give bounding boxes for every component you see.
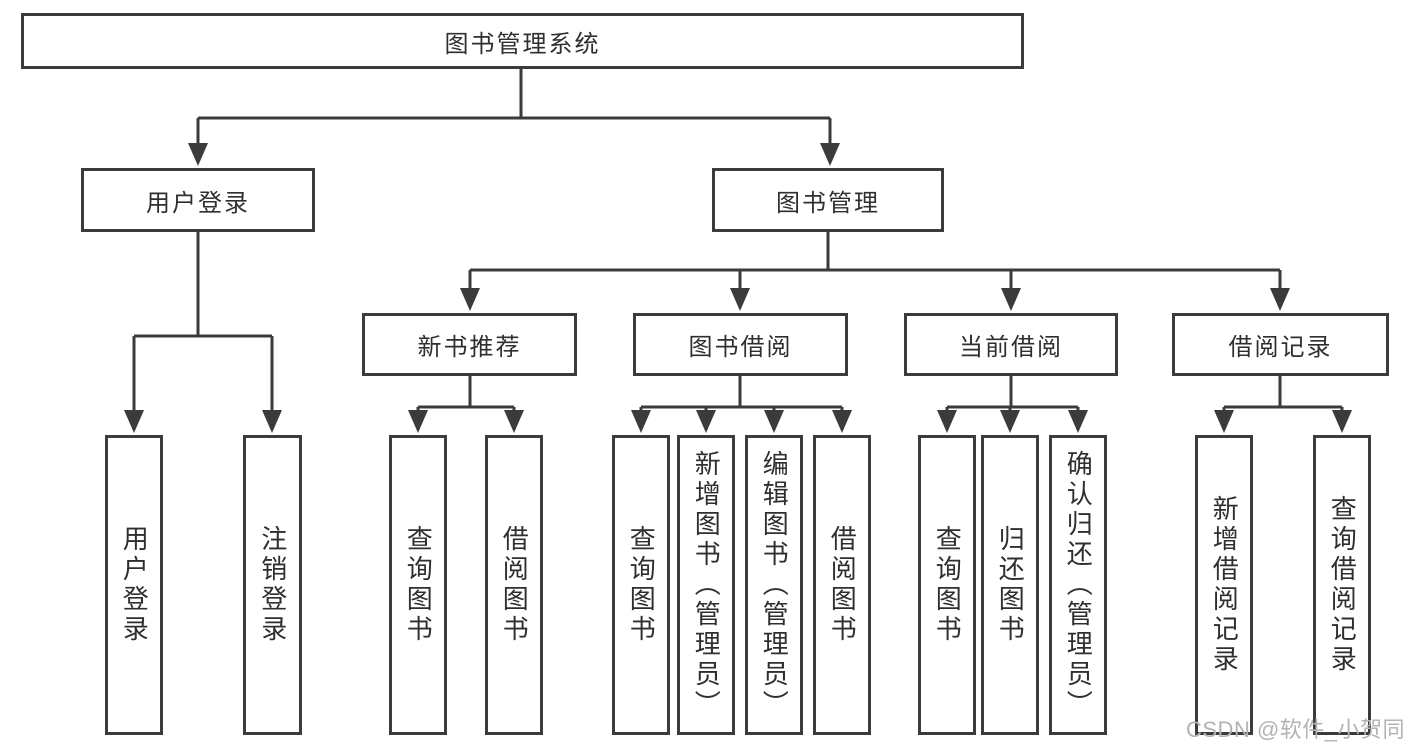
- node-label: 查询图书: [932, 525, 963, 645]
- node-label: 查询图书: [626, 525, 657, 645]
- leaf-confirm-return-admin: 确认归还（管理员）: [1049, 435, 1107, 735]
- node-label: 图书借阅: [688, 334, 793, 361]
- node-label: 用户登录: [146, 189, 250, 217]
- leaf-query-books-recommend: 查询图书: [389, 435, 447, 735]
- node-book-management: 图书管理: [712, 168, 944, 232]
- node-user-login: 用户登录: [81, 168, 315, 232]
- leaf-borrow-books-borrowing: 借阅图书: [813, 435, 871, 735]
- node-book-borrowing: 图书借阅: [633, 313, 848, 376]
- node-label: 注销登录: [257, 525, 288, 645]
- node-label: 新增图书（管理员）: [691, 450, 722, 720]
- node-label: 图书管理系统: [444, 30, 601, 58]
- leaf-add-borrow-record: 新增借阅记录: [1195, 435, 1253, 735]
- node-current-borrowing: 当前借阅: [904, 313, 1118, 376]
- node-library-management-system: 图书管理系统: [21, 13, 1024, 69]
- watermark: CSDN @软件_小贺同学: [1186, 717, 1405, 742]
- node-label: 新书推荐: [417, 334, 522, 361]
- leaf-edit-books-admin: 编辑图书（管理员）: [745, 435, 803, 735]
- leaf-user-login: 用户登录: [105, 435, 163, 735]
- node-label: 图书管理: [776, 189, 880, 217]
- node-label: 借阅图书: [827, 525, 858, 645]
- leaf-borrow-books-recommend: 借阅图书: [485, 435, 543, 735]
- leaf-query-borrow-record: 查询借阅记录: [1313, 435, 1371, 735]
- node-label: 归还图书: [995, 525, 1026, 645]
- leaf-add-books-admin: 新增图书（管理员）: [677, 435, 735, 735]
- leaf-return-books: 归还图书: [981, 435, 1039, 735]
- node-label: 编辑图书（管理员）: [759, 450, 790, 720]
- node-new-book-recommendation: 新书推荐: [362, 313, 577, 376]
- node-label: 确认归还（管理员）: [1063, 450, 1094, 720]
- node-label: 借阅记录: [1228, 334, 1333, 361]
- node-label: 查询图书: [403, 525, 434, 645]
- leaf-query-books-current: 查询图书: [918, 435, 976, 735]
- leaf-query-books-borrowing: 查询图书: [612, 435, 670, 735]
- node-borrowing-records: 借阅记录: [1172, 313, 1389, 376]
- node-label: 当前借阅: [959, 334, 1063, 361]
- node-label: 借阅图书: [499, 525, 530, 645]
- node-label: 用户登录: [119, 525, 150, 645]
- node-label: 新增借阅记录: [1209, 495, 1240, 675]
- leaf-logout-login: 注销登录: [243, 435, 302, 735]
- node-label: 查询借阅记录: [1327, 495, 1358, 675]
